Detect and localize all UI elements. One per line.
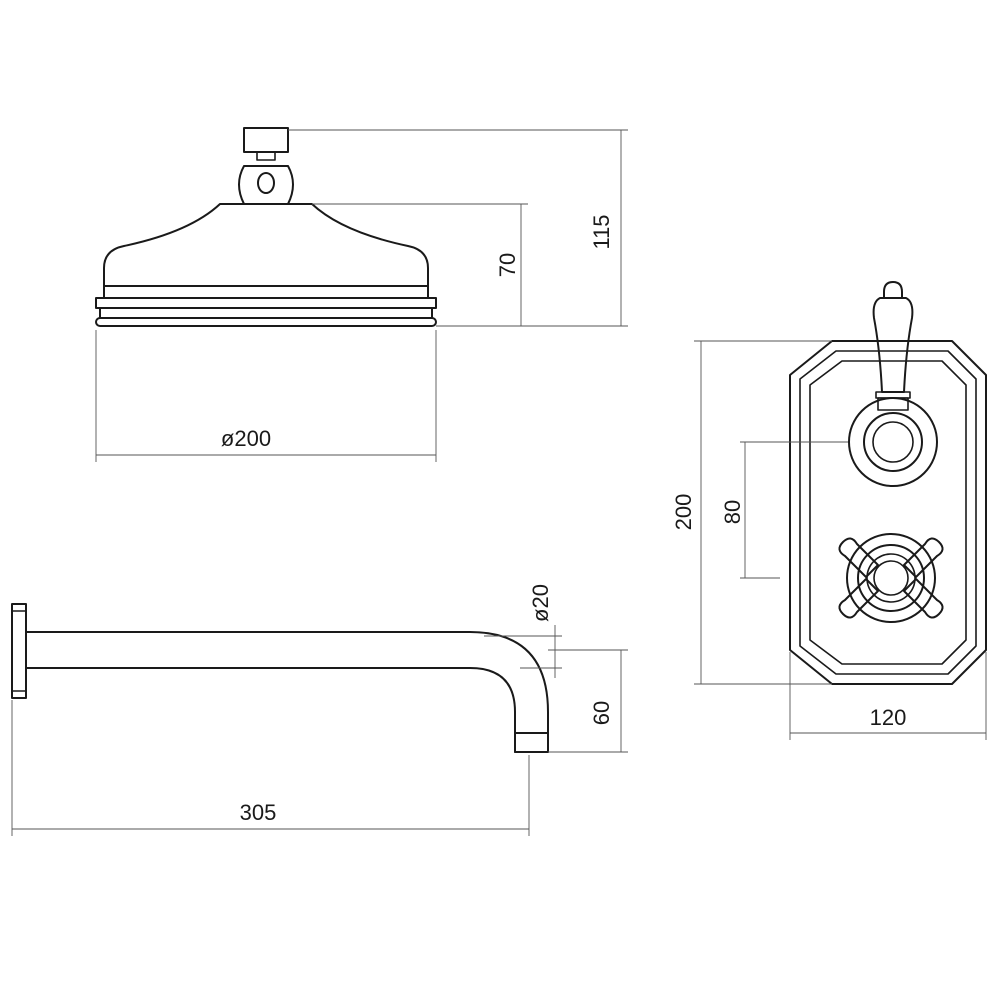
shower-head-dome bbox=[103, 203, 429, 287]
dimension-label-spacing-80: 80 bbox=[720, 500, 745, 524]
shower-head bbox=[95, 127, 437, 327]
upper-control-outer-ring bbox=[848, 397, 938, 487]
cross-handle-arm-top-right bbox=[903, 537, 944, 578]
dimension-label-height-115: 115 bbox=[589, 214, 614, 249]
shower-head-rim-upper bbox=[99, 307, 433, 319]
valve-backplate bbox=[789, 340, 987, 685]
shower-head-rim-band bbox=[103, 285, 429, 299]
cross-handle-arm-bottom-left bbox=[838, 578, 879, 619]
dimension-label-width-120: 120 bbox=[870, 705, 907, 730]
dimension-label-height-70: 70 bbox=[495, 253, 520, 277]
valve-cross-handle bbox=[838, 533, 944, 623]
cross-handle-center bbox=[873, 560, 909, 596]
dimension-label-diameter-20: ø20 bbox=[528, 584, 553, 622]
cross-handle-hub bbox=[866, 553, 916, 603]
lever-handle-cap bbox=[883, 281, 903, 299]
cross-handle-hub-ring bbox=[857, 544, 925, 612]
shower-arm-pipe-inner bbox=[25, 667, 516, 753]
valve-lever-handle bbox=[872, 281, 914, 411]
shower-arm-pipe-outer bbox=[25, 631, 549, 753]
shower-head-rim-lower bbox=[95, 317, 437, 327]
cross-handle-outer-ring bbox=[846, 533, 936, 623]
lever-handle-body bbox=[872, 297, 914, 393]
shower-arm-dimensions: ø20 60 305 bbox=[11, 584, 628, 836]
dimension-label-diameter-200: ø200 bbox=[221, 426, 271, 451]
valve-upper-control bbox=[848, 397, 938, 487]
shower-arm-wall-flange bbox=[11, 603, 27, 699]
shower-arm bbox=[11, 603, 549, 753]
shower-head-swivel-hole bbox=[257, 172, 275, 194]
cross-handle-arm-bottom-right bbox=[903, 578, 944, 619]
shower-head-dimensions: 115 70 ø200 bbox=[95, 129, 628, 462]
shower-head-connector-neck bbox=[256, 151, 276, 161]
dimension-label-projection-305: 305 bbox=[240, 800, 277, 825]
valve-backplate-bevel bbox=[799, 350, 977, 675]
upper-control-middle-ring bbox=[863, 412, 923, 472]
shower-head-connector-nut bbox=[243, 127, 289, 153]
upper-control-inner-ring bbox=[872, 421, 914, 463]
valve-dimensions: 200 80 120 bbox=[671, 340, 987, 740]
dimension-label-height-200: 200 bbox=[671, 494, 696, 531]
shower-head-swivel-joint bbox=[238, 165, 294, 205]
dimension-label-drop-60: 60 bbox=[589, 701, 614, 725]
thermostatic-valve bbox=[789, 281, 987, 685]
shower-head-bead bbox=[95, 297, 437, 309]
valve-backplate-inner bbox=[809, 360, 967, 665]
cross-handle-arm-top-left bbox=[838, 537, 879, 578]
